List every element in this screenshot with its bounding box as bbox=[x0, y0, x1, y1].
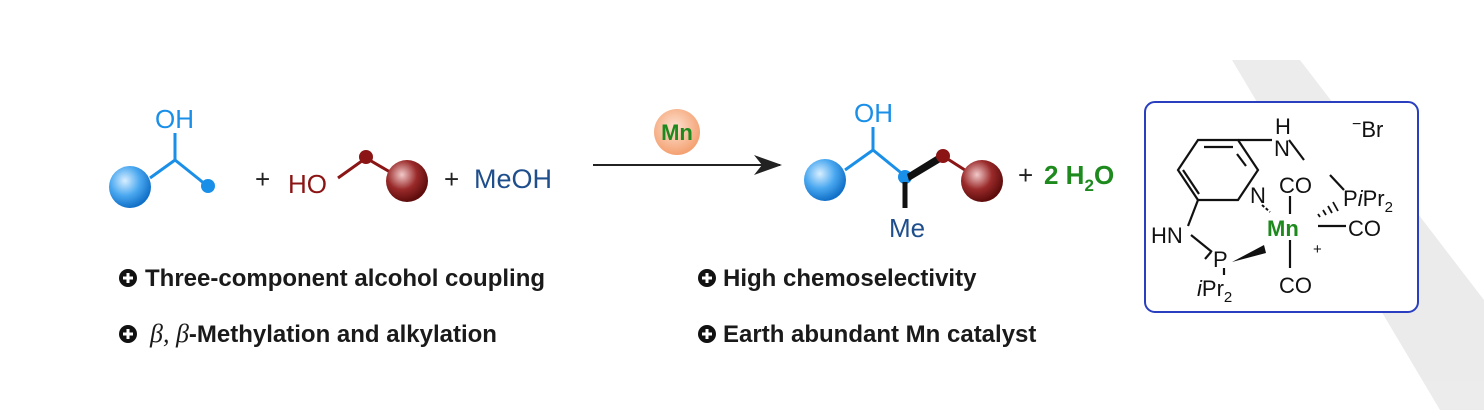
p-right-n-bond bbox=[1329, 174, 1345, 191]
cat-h-label: H bbox=[1275, 114, 1291, 139]
cat-co-top-label: CO bbox=[1279, 173, 1312, 198]
cat-co-bottom-label: CO bbox=[1279, 273, 1312, 298]
cat-p-left-label: P bbox=[1213, 247, 1228, 272]
red-sphere bbox=[386, 160, 428, 202]
ring-n-mn-bond bbox=[1261, 204, 1271, 213]
reaction-arrow: Mn bbox=[593, 109, 782, 175]
cat-n-ring-label: N bbox=[1250, 183, 1266, 208]
nh-left-bond bbox=[1190, 234, 1213, 253]
feature-text-2: High chemoselectivity bbox=[723, 265, 977, 292]
reactant1-bonds bbox=[149, 158, 208, 188]
plus-circle-icon bbox=[119, 269, 137, 287]
reactant1-oh-label: OH bbox=[155, 104, 194, 134]
product-blue-sphere bbox=[804, 159, 846, 201]
plus-circle-icon bbox=[698, 269, 716, 287]
cat-n-top-label: N bbox=[1274, 136, 1290, 161]
feature-text-4: Earth abundant Mn catalyst bbox=[723, 321, 1036, 348]
cat-charge-label: + bbox=[1313, 241, 1322, 258]
mn-catalyst-label: Mn bbox=[661, 120, 693, 145]
product-molecule: OH Me bbox=[804, 98, 1003, 243]
nh-top-bond bbox=[1288, 139, 1305, 161]
reactant-alcohol-1: OH bbox=[109, 104, 215, 208]
feature-list: Three-component alcohol coupling High ch… bbox=[119, 265, 1036, 348]
product-oh-label: OH bbox=[854, 98, 893, 128]
p-mn-wedge bbox=[1232, 245, 1266, 262]
blue-dot bbox=[201, 179, 215, 193]
reactant-alcohol-2: HO bbox=[288, 150, 428, 202]
plus-sign-2: + bbox=[444, 164, 459, 194]
plus-sign-3: + bbox=[1018, 160, 1033, 190]
feature-text-3: β, β-Methylation and alkylation bbox=[149, 319, 497, 348]
cat-br-label: −Br bbox=[1352, 116, 1383, 142]
product-red-bond bbox=[942, 154, 969, 174]
plus-circle-icon bbox=[119, 325, 137, 343]
red-dot bbox=[359, 150, 373, 164]
cat-hn-label: HN bbox=[1151, 223, 1183, 248]
feature-item-3: β, β-Methylation and alkylation bbox=[119, 319, 497, 348]
feature-item-1: Three-component alcohol coupling bbox=[119, 265, 545, 292]
feature-text-1: Three-component alcohol coupling bbox=[145, 265, 545, 292]
product-blue-bonds bbox=[844, 148, 906, 178]
catalyst-structure-box: H N −Br N CO PiPr2 HN Mn CO + P iPr2 CO bbox=[1144, 101, 1419, 313]
methanol-label: MeOH bbox=[474, 164, 552, 194]
plus-sign-1: + bbox=[255, 164, 270, 194]
product-red-sphere bbox=[961, 160, 1003, 202]
reactant2-ho-label: HO bbox=[288, 169, 327, 199]
wedge-bond bbox=[907, 153, 944, 181]
cat-mn-label: Mn bbox=[1267, 216, 1299, 241]
cat-ipr2-left-label: iPr2 bbox=[1197, 276, 1232, 306]
mn-p-hash-bond bbox=[1317, 201, 1339, 218]
feature-item-4: Earth abundant Mn catalyst bbox=[698, 321, 1036, 348]
blue-sphere bbox=[109, 166, 151, 208]
product-me-label: Me bbox=[889, 213, 925, 243]
water-label: 2 H2O bbox=[1044, 160, 1114, 195]
mn-catalyst-sphere bbox=[654, 109, 700, 155]
cat-co-right-label: CO bbox=[1348, 216, 1381, 241]
cat-pipr2-right-label: PiPr2 bbox=[1343, 186, 1393, 216]
pyridine-ring bbox=[1176, 138, 1272, 227]
plus-circle-icon bbox=[698, 325, 716, 343]
p-left-mn-wedge-base bbox=[1204, 251, 1212, 260]
feature-item-2: High chemoselectivity bbox=[698, 265, 977, 292]
